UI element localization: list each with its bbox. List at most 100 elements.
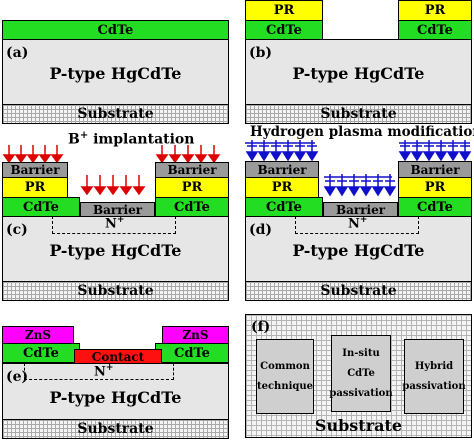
- zns-label: ZnS: [182, 328, 209, 342]
- n-label: N: [105, 216, 117, 232]
- barrier-label: Barrier: [410, 162, 460, 177]
- arrow-icon: [14, 145, 28, 164]
- cdte-layer-right: CdTe: [155, 343, 229, 363]
- n-label: N: [348, 216, 360, 232]
- cdte-label: CdTe: [266, 22, 302, 38]
- panel-label: (e): [6, 369, 29, 385]
- pr-label: PR: [24, 180, 46, 195]
- substrate-label: Substrate: [314, 416, 403, 435]
- plasma-arrow-icon: [257, 140, 271, 162]
- cdte-layer-right: CdTe: [398, 20, 472, 40]
- cdte-label: CdTe: [417, 199, 453, 215]
- common-technique-box: Common technique: [256, 339, 314, 414]
- hgcdte-label: P-type HgCdTe: [49, 388, 182, 407]
- panel-label: (b): [249, 45, 273, 61]
- barrier-label: Barrier: [92, 202, 143, 217]
- substrate-label: Substrate: [77, 421, 154, 437]
- arrow-icon: [132, 175, 146, 196]
- hgcdte-layer: [245, 216, 472, 282]
- substrate-layer: Substrate: [245, 281, 472, 301]
- n-plus-label: N+: [105, 215, 124, 231]
- barrier-layer-left: Barrier: [2, 162, 68, 178]
- pr-label: PR: [271, 180, 293, 195]
- plasma-arrow-icon: [347, 174, 361, 197]
- panel-c: Barrier PR Barrier PR CdTe CdTe Barrier …: [2, 162, 229, 301]
- cdte-label: CdTe: [23, 199, 59, 215]
- barrier-layer-left: Barrier: [245, 161, 319, 178]
- plasma-arrow-icon: [446, 140, 460, 162]
- barrier-layer-right: Barrier: [398, 161, 472, 178]
- n-plus-junction: [24, 363, 174, 380]
- substrate-label: Substrate: [320, 283, 397, 299]
- arrow-icon: [38, 145, 52, 164]
- cdte-label: CdTe: [417, 22, 453, 38]
- plasma-arrow-icon: [458, 140, 472, 162]
- n-plus-label: N+: [348, 215, 367, 231]
- arrow-icon: [194, 145, 208, 164]
- hgcdte-layer: [2, 216, 229, 282]
- n-sup: +: [359, 215, 368, 225]
- plasma-arrow-icon: [410, 140, 424, 162]
- annotation-b: B: [68, 131, 80, 148]
- box-label: In-situ CdTe passivation: [329, 347, 393, 399]
- plasma-arrow-icon: [434, 140, 448, 162]
- in-situ-cdte-passivation-box: In-situ CdTe passivation: [329, 335, 393, 412]
- pr-layer-right: PR: [398, 177, 472, 198]
- annotation-rest: implantation: [88, 131, 195, 148]
- substrate-label: Substrate: [77, 106, 154, 122]
- substrate-label: Substrate: [320, 106, 397, 122]
- plasma-arrow-icon: [293, 140, 307, 162]
- annotation-sup: +: [79, 130, 89, 141]
- barrier-layer-center: Barrier: [323, 202, 398, 217]
- plasma-arrow-icon: [305, 140, 319, 162]
- n-plus-label: N+: [94, 363, 113, 379]
- plasma-arrow-icon: [422, 140, 436, 162]
- hgcdte-layer: [2, 363, 229, 420]
- arrow-icon: [168, 145, 182, 164]
- panel-a: CdTe (a) P-type HgCdTe Substrate: [2, 20, 229, 124]
- substrate-layer: Substrate: [2, 281, 229, 301]
- cdte-label: CdTe: [266, 199, 302, 215]
- n-sup: +: [105, 363, 114, 373]
- hydrogen-plasma-title: Hydrogen plasma modification: [250, 124, 474, 140]
- panel-e: ZnS ZnS CdTe CdTe Contact N+ (e) P-type …: [2, 326, 229, 448]
- hgcdte-label: P-type HgCdTe: [292, 64, 425, 83]
- plasma-arrow-icon: [359, 174, 373, 197]
- n-label: N: [94, 364, 106, 380]
- barrier-label: Barrier: [257, 162, 307, 177]
- substrate-layer: Substrate: [2, 419, 229, 439]
- hgcdte-layer: [245, 39, 472, 105]
- plasma-arrow-icon: [383, 174, 397, 197]
- contact-layer: Contact: [74, 349, 162, 364]
- n-plus-junction: [52, 216, 176, 234]
- annotation-text: Hydrogen plasma modification: [250, 124, 474, 140]
- cdte-layer-left: CdTe: [2, 343, 80, 363]
- barrier-layer-right: Barrier: [155, 162, 229, 178]
- box-label: Hybrid passivation: [402, 360, 466, 392]
- cdte-label: CdTe: [97, 22, 134, 38]
- zns-layer-left: ZnS: [2, 326, 74, 344]
- plasma-arrow-icon: [371, 174, 385, 197]
- arrow-icon: [181, 145, 195, 164]
- pr-label: PR: [181, 180, 203, 195]
- box-label: Common technique: [256, 360, 314, 392]
- barrier-label: Barrier: [167, 163, 217, 177]
- panel-f: (f) Common technique In-situ CdTe passiv…: [245, 314, 472, 438]
- plasma-arrow-icon: [281, 140, 295, 162]
- arrow-icon: [26, 145, 40, 164]
- substrate-layer: Substrate: [245, 104, 472, 124]
- contact-label: Contact: [91, 349, 145, 364]
- arrow-icon: [80, 175, 94, 196]
- plasma-arrow-icon: [269, 140, 283, 162]
- arrow-icon: [207, 145, 221, 164]
- plasma-arrow-icon: [335, 174, 349, 197]
- cdte-label: CdTe: [174, 199, 210, 215]
- n-plus-junction: [295, 216, 419, 234]
- barrier-label: Barrier: [10, 163, 60, 177]
- arrow-icon: [106, 175, 120, 196]
- hybrid-passivation-box: Hybrid passivation: [402, 339, 466, 414]
- arrow-icon: [2, 145, 16, 164]
- substrate-label: Substrate: [77, 283, 154, 299]
